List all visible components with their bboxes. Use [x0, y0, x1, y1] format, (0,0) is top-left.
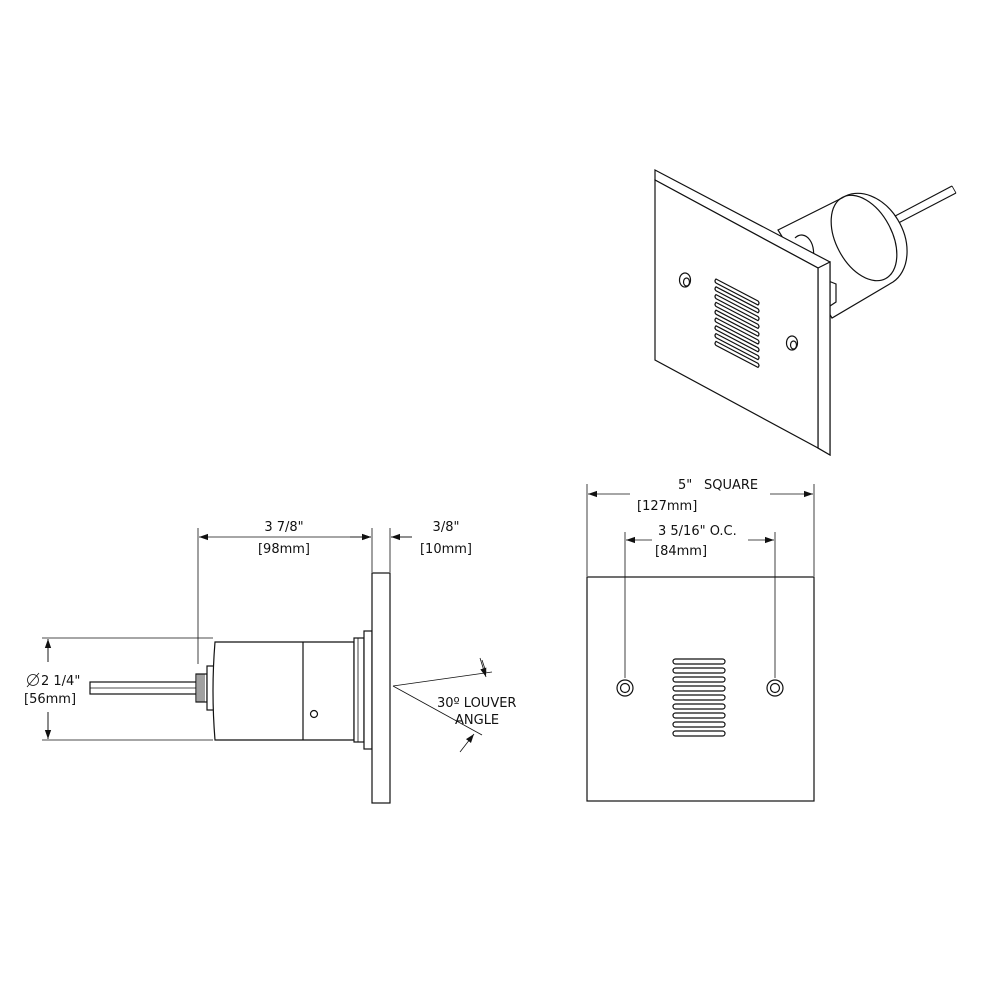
iso-mounting-holes: [678, 272, 799, 351]
diameter-mm-label: [56mm]: [24, 692, 76, 707]
plate-thickness-label: 3/8": [433, 520, 460, 535]
dim-body-length: 3 7/8" [98mm]: [197, 520, 373, 664]
body-length-mm-label: [98mm]: [258, 542, 310, 557]
side-view: 3 7/8" [98mm] 3/8" [10mm] 2 1/4" [56: [24, 520, 516, 804]
louver-angle-label-line1: 30º LOUVER: [437, 696, 516, 711]
side-connector-nut: [195, 665, 216, 711]
iso-louver-slot: [714, 317, 760, 345]
dim-hole-spacing: 3 5/16" O.C. [84mm]: [624, 524, 776, 678]
plate-size-word-label: SQUARE: [704, 478, 758, 493]
front-louver-slot: [672, 667, 726, 674]
iso-louver-slot: [714, 286, 760, 314]
front-louver-slot: [672, 721, 726, 728]
front-louver-slot: [672, 712, 726, 719]
hole-spacing-label: 3 5/16" O.C.: [658, 524, 737, 539]
front-louver-slot: [672, 703, 726, 710]
iso-louver-slot: [714, 301, 760, 330]
side-cylinder: [212, 630, 373, 750]
front-louver-slot: [672, 676, 726, 683]
diameter-symbol-icon: [26, 672, 40, 688]
front-louver-slot: [672, 730, 726, 737]
plate-size-mm-label: [127mm]: [637, 499, 697, 514]
dim-plate-thickness: 3/8" [10mm]: [350, 520, 472, 572]
iso-louver-slot: [714, 340, 760, 369]
front-louver-slot: [672, 694, 726, 701]
louver-angle-label-line2: ANGLE: [455, 713, 499, 728]
iso-louver-slots: [714, 278, 760, 369]
diameter-label: 2 1/4": [41, 674, 80, 689]
iso-louver-slot: [714, 293, 760, 322]
iso-cylinder: [777, 192, 908, 319]
iso-louver-slot: [714, 278, 760, 306]
front-louver-slot: [672, 658, 726, 665]
side-faceplate: [371, 572, 391, 804]
front-louver-slots: [672, 658, 726, 737]
front-louver-slot: [672, 685, 726, 692]
side-wire: [89, 681, 199, 695]
iso-louver-slot: [714, 309, 760, 337]
dim-plate-size: 5" SQUARE [127mm]: [586, 478, 815, 576]
isometric-view: [654, 169, 957, 457]
plate-size-label: 5": [678, 478, 692, 493]
dim-louver-angle: 30º LOUVER ANGLE: [392, 657, 516, 753]
hole-spacing-mm-label: [84mm]: [655, 544, 707, 559]
front-mounting-holes: [616, 679, 784, 697]
front-view: 5" SQUARE [127mm] 3 5/16" O.C. [84mm]: [586, 478, 815, 802]
iso-louver-slot: [714, 332, 760, 361]
dim-diameter: 2 1/4" [56mm]: [24, 637, 213, 741]
plate-thickness-mm-label: [10mm]: [420, 542, 472, 557]
iso-louver-slot: [714, 325, 760, 353]
body-length-label: 3 7/8": [264, 520, 303, 535]
